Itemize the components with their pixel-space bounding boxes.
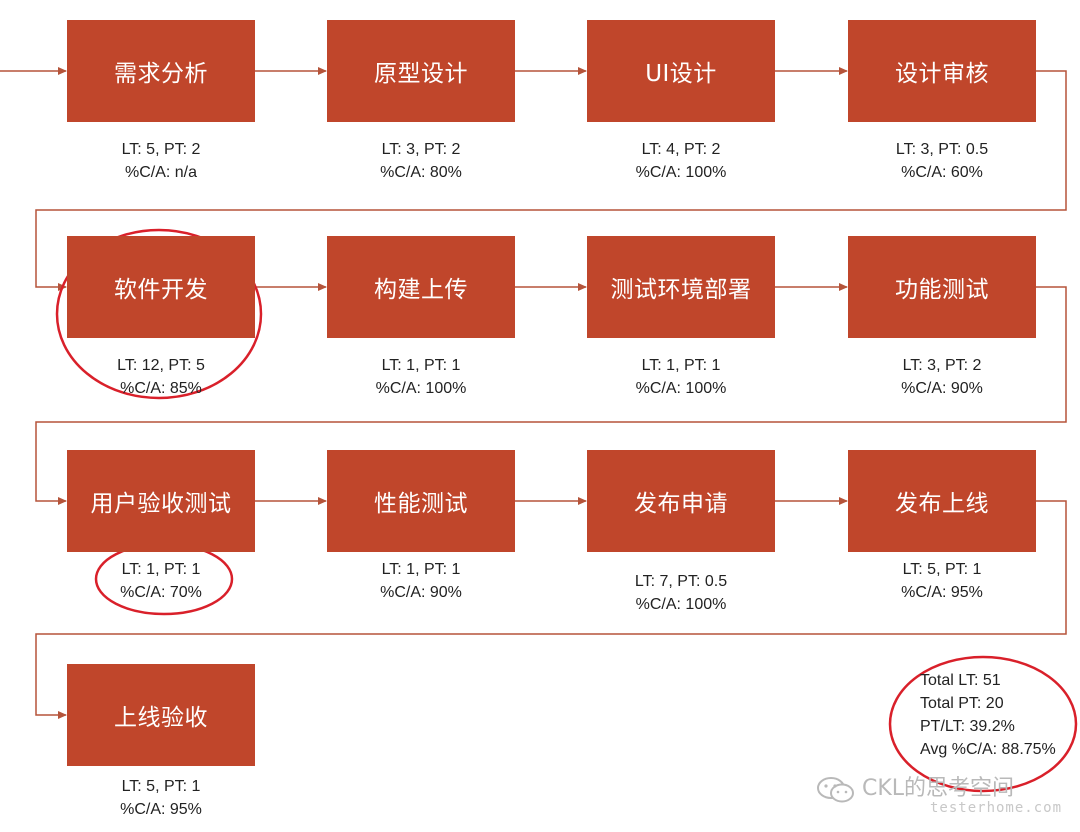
- ca-text: %C/A: 100%: [375, 380, 467, 397]
- total-pt: Total PT: 20: [920, 695, 1004, 712]
- watermark-site: testerhome.com: [930, 800, 1063, 816]
- process-step-metrics: LT: 1, PT: 1 %C/A: 90%: [327, 558, 515, 604]
- wrap-arrow: [35, 500, 1067, 719]
- ca-text: %C/A: 100%: [635, 164, 727, 181]
- wechat-icon: [817, 777, 854, 803]
- process-step-box: UI设计: [587, 20, 775, 122]
- process-step-box: 发布申请: [587, 450, 775, 552]
- process-step-box: 测试环境部署: [587, 236, 775, 338]
- ca-text: %C/A: 90%: [901, 380, 983, 397]
- process-step-label: 测试环境部署: [610, 277, 752, 303]
- process-step-metrics: LT: 12, PT: 5 %C/A: 85%: [67, 354, 255, 400]
- process-step-label: UI设计: [645, 61, 717, 87]
- lt-pt-text: LT: 1, PT: 1: [121, 561, 201, 578]
- lt-pt-text: LT: 4, PT: 2: [641, 141, 721, 158]
- process-step-label: 发布上线: [895, 491, 989, 517]
- lt-pt-text: LT: 1, PT: 1: [381, 357, 461, 374]
- connectors: [0, 67, 1067, 719]
- process-step-metrics: LT: 5, PT: 1 %C/A: 95%: [67, 775, 255, 821]
- process-step-box: 原型设计: [327, 20, 515, 122]
- lt-pt-text: LT: 5, PT: 2: [121, 141, 201, 158]
- process-step-box: 功能测试: [848, 236, 1036, 338]
- lt-pt-text: LT: 3, PT: 2: [902, 357, 982, 374]
- process-step-box: 设计审核: [848, 20, 1036, 122]
- ca-text: %C/A: 95%: [901, 584, 983, 601]
- process-step-label: 构建上传: [374, 277, 468, 303]
- process-step-metrics: LT: 3, PT: 0.5 %C/A: 60%: [848, 138, 1036, 184]
- watermark: CKL的思考空间 testerhome.com: [812, 770, 1074, 826]
- highlight-ring: [55, 228, 263, 400]
- lt-pt-text: LT: 5, PT: 1: [902, 561, 982, 578]
- process-step-label: 发布申请: [634, 491, 728, 517]
- ca-text: %C/A: 85%: [120, 380, 202, 397]
- process-step-metrics: LT: 5, PT: 2 %C/A: n/a: [67, 138, 255, 184]
- ca-text: %C/A: 80%: [380, 164, 462, 181]
- process-step-box: 发布上线: [848, 450, 1036, 552]
- ca-text: %C/A: 100%: [635, 596, 727, 613]
- process-step-box: 构建上传: [327, 236, 515, 338]
- pt-lt-ratio: PT/LT: 39.2%: [920, 718, 1015, 735]
- highlight-ring: [888, 655, 1078, 793]
- process-step-metrics: LT: 1, PT: 1 %C/A: 100%: [587, 354, 775, 400]
- ca-text: %C/A: 70%: [120, 584, 202, 601]
- process-step-label: 功能测试: [895, 277, 989, 303]
- process-step-label: 设计审核: [895, 61, 989, 87]
- process-step-label: 软件开发: [114, 277, 208, 303]
- process-step-box: 用户验收测试: [67, 450, 255, 552]
- process-step-metrics: LT: 3, PT: 2 %C/A: 80%: [327, 138, 515, 184]
- process-step-metrics: LT: 7, PT: 0.5 %C/A: 100%: [587, 570, 775, 616]
- ca-text: %C/A: n/a: [124, 164, 198, 181]
- process-step-metrics: LT: 1, PT: 1 %C/A: 100%: [327, 354, 515, 400]
- lt-pt-text: LT: 5, PT: 1: [121, 778, 201, 795]
- process-step-box: 性能测试: [327, 450, 515, 552]
- lt-pt-text: LT: 3, PT: 2: [381, 141, 461, 158]
- process-step-metrics: LT: 1, PT: 1 %C/A: 70%: [67, 558, 255, 604]
- ca-text: %C/A: 100%: [635, 380, 727, 397]
- process-step-metrics: LT: 3, PT: 2 %C/A: 90%: [848, 354, 1036, 400]
- process-step-metrics: LT: 4, PT: 2 %C/A: 100%: [587, 138, 775, 184]
- summary-totals: Total LT: 51 Total PT: 20 PT/LT: 39.2% A…: [920, 669, 1056, 761]
- process-step-label: 需求分析: [114, 61, 208, 87]
- ca-text: %C/A: 60%: [901, 164, 983, 181]
- lt-pt-text: LT: 3, PT: 0.5: [895, 141, 989, 158]
- avg-ca: Avg %C/A: 88.75%: [920, 741, 1056, 758]
- process-step-label: 上线验收: [114, 705, 208, 731]
- lt-pt-text: LT: 1, PT: 1: [641, 357, 721, 374]
- highlight-rings: [55, 228, 1078, 793]
- wrap-arrow: [35, 286, 1067, 505]
- process-step-box: 需求分析: [67, 20, 255, 122]
- process-step-label: 原型设计: [374, 61, 468, 87]
- process-step-metrics: LT: 5, PT: 1 %C/A: 95%: [848, 558, 1036, 604]
- process-step-box: 软件开发: [67, 236, 255, 338]
- process-step-label: 性能测试: [374, 491, 468, 517]
- ca-text: %C/A: 90%: [380, 584, 462, 601]
- watermark-text: CKL的思考空间: [862, 776, 1015, 801]
- wrap-arrow: [35, 70, 1067, 291]
- total-lt: Total LT: 51: [920, 672, 1001, 689]
- lt-pt-text: LT: 12, PT: 5: [117, 357, 205, 374]
- ca-text: %C/A: 95%: [120, 801, 202, 818]
- process-step-box: 上线验收: [67, 664, 255, 766]
- process-step-label: 用户验收测试: [90, 491, 232, 517]
- lt-pt-text: LT: 1, PT: 1: [381, 561, 461, 578]
- lt-pt-text: LT: 7, PT: 0.5: [634, 573, 728, 590]
